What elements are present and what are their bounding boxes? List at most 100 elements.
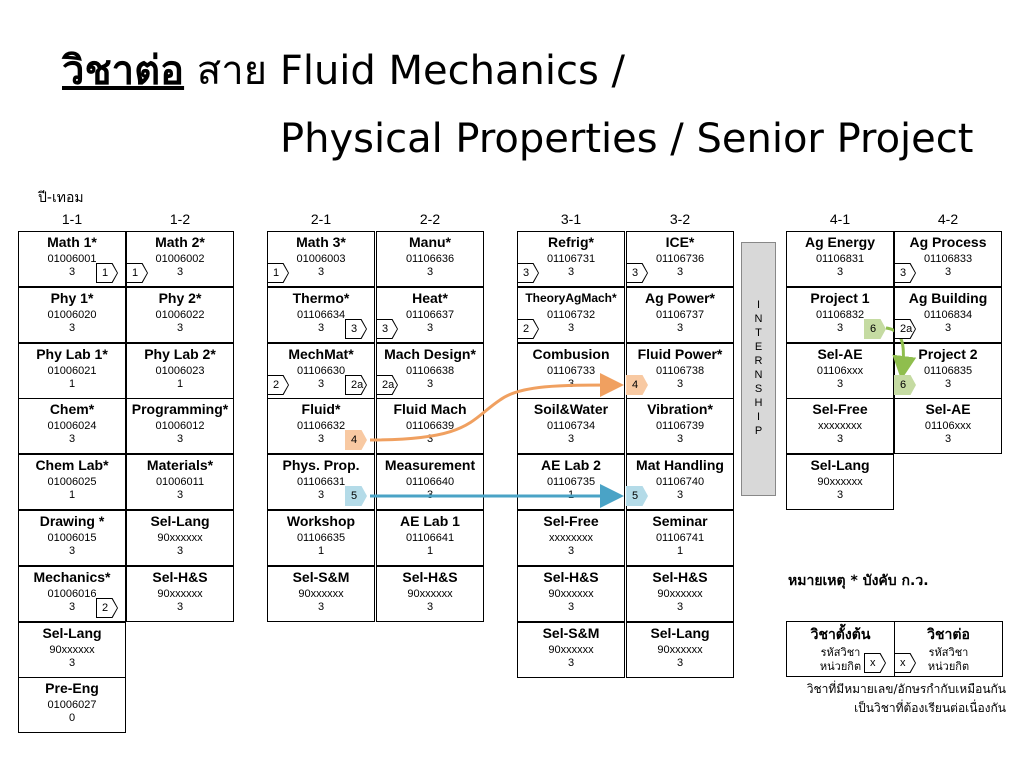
- internship-letter: E: [754, 341, 763, 353]
- course-name: Sel-Free: [812, 401, 868, 417]
- title-keyword: วิชาต่อ: [62, 48, 185, 94]
- course-name: Sel-H&S: [402, 569, 458, 585]
- course-code: 01106738: [655, 365, 705, 377]
- course-code: xxxxxxxx: [818, 420, 862, 432]
- legend-code-label: รหัสวิชา: [928, 646, 969, 659]
- course-credit: 0: [68, 712, 76, 724]
- title-line1-rest: สาย Fluid Mechanics /: [184, 48, 625, 94]
- course-credit: 3: [317, 266, 325, 278]
- course-code: 90xxxxxx: [298, 588, 344, 600]
- course-credit: 3: [68, 657, 76, 669]
- course-credit: 1: [567, 489, 575, 501]
- course-name: Fluid Power*: [637, 346, 723, 362]
- course-code: 90xxxxxx: [407, 588, 453, 600]
- course-code: 01006015: [47, 532, 97, 544]
- course-name: Sel-H&S: [152, 569, 208, 585]
- course-name: Sel-Free: [543, 513, 599, 529]
- course-name: Programming*: [131, 401, 229, 417]
- course-code: 01106734: [546, 420, 596, 432]
- course-name: TheoryAgMach*: [525, 291, 617, 305]
- course-name: Soil&Water: [533, 401, 609, 417]
- sequence-tag-2: 2: [96, 598, 118, 618]
- legend-followup-box: วิชาต่อ รหัสวิชา หน่วยกิต: [894, 621, 1003, 677]
- course-code: 01006022: [155, 309, 205, 321]
- course-code: 01106731: [546, 253, 596, 265]
- course-code: 01106637: [405, 309, 455, 321]
- course-name: Sel-Lang: [150, 513, 210, 529]
- legend-prerequisite-box: วิชาตั้งต้น รหัสวิชา หน่วยกิต: [786, 621, 895, 677]
- course-code: 01006011: [155, 476, 205, 488]
- course-credit: 1: [68, 489, 76, 501]
- course-credit: 3: [836, 489, 844, 501]
- course-name: Sel-Lang: [650, 625, 710, 641]
- legend-prerequisite-heading: วิชาตั้งต้น: [810, 627, 871, 643]
- legend-note-line2: เป็นวิชาที่ต้องเรียนต่อเนื่องกัน: [854, 701, 1006, 715]
- course-name: Ag Energy: [804, 234, 875, 250]
- column-header-2-2: 2-2: [419, 211, 441, 227]
- course-name: Project 2: [918, 346, 978, 362]
- sequence-tag-5: 5: [626, 486, 648, 506]
- course-name: Phy 2*: [158, 290, 202, 306]
- course-credit: 3: [176, 545, 184, 557]
- course-code: 01006016: [47, 588, 97, 600]
- course-code: 01006021: [47, 365, 97, 377]
- sequence-tag-3: 3: [376, 319, 398, 339]
- course-name: Combusion: [532, 346, 610, 362]
- course-name: Phys. Prop.: [282, 457, 360, 473]
- course-credit: 1: [68, 378, 76, 390]
- course-code: 01106xxx: [816, 365, 864, 377]
- course-credit: 3: [567, 545, 575, 557]
- course-credit: 3: [944, 378, 952, 390]
- course-code: 01106636: [405, 253, 455, 265]
- course-credit: 3: [676, 489, 684, 501]
- sequence-tag-3: 3: [626, 263, 648, 283]
- column-header-4-2: 4-2: [937, 211, 959, 227]
- internship-letter: N: [754, 369, 763, 381]
- course-code: 01006001: [47, 253, 97, 265]
- course-name: Materials*: [146, 457, 214, 473]
- sequence-tag-2a: 2a: [376, 375, 398, 395]
- course-credit: 3: [676, 378, 684, 390]
- course-credit: 3: [426, 433, 434, 445]
- course-code: 01006002: [155, 253, 205, 265]
- course-credit: 3: [567, 378, 575, 390]
- internship-letter: H: [754, 397, 763, 409]
- course-credit: 1: [176, 378, 184, 390]
- course-credit: 3: [676, 601, 684, 613]
- course-name: Drawing *: [39, 513, 105, 529]
- course-name: Fluid*: [301, 401, 341, 417]
- course-name: Mat Handling: [636, 457, 724, 473]
- sequence-tag-1: 1: [96, 263, 118, 283]
- column-header-2-1: 2-1: [310, 211, 332, 227]
- course-credit: 3: [676, 322, 684, 334]
- course-credit: 3: [836, 433, 844, 445]
- sequence-tag-3: 3: [517, 263, 539, 283]
- sequence-tag-4: 4: [345, 430, 367, 450]
- course-credit: 3: [567, 266, 575, 278]
- course-credit: 3: [426, 266, 434, 278]
- course-name: Sel-H&S: [543, 569, 599, 585]
- legend-credit-label: หน่วยกิต: [819, 660, 862, 673]
- course-code: 90xxxxxx: [657, 644, 703, 656]
- course-name: Ag Process: [909, 234, 987, 250]
- course-credit: 3: [68, 433, 76, 445]
- course-name: Math 3*: [296, 234, 346, 250]
- course-code: 90xxxxxx: [657, 588, 703, 600]
- course-code: 90xxxxxx: [548, 644, 594, 656]
- course-name: AE Lab 2: [541, 457, 601, 473]
- course-credit: 3: [317, 601, 325, 613]
